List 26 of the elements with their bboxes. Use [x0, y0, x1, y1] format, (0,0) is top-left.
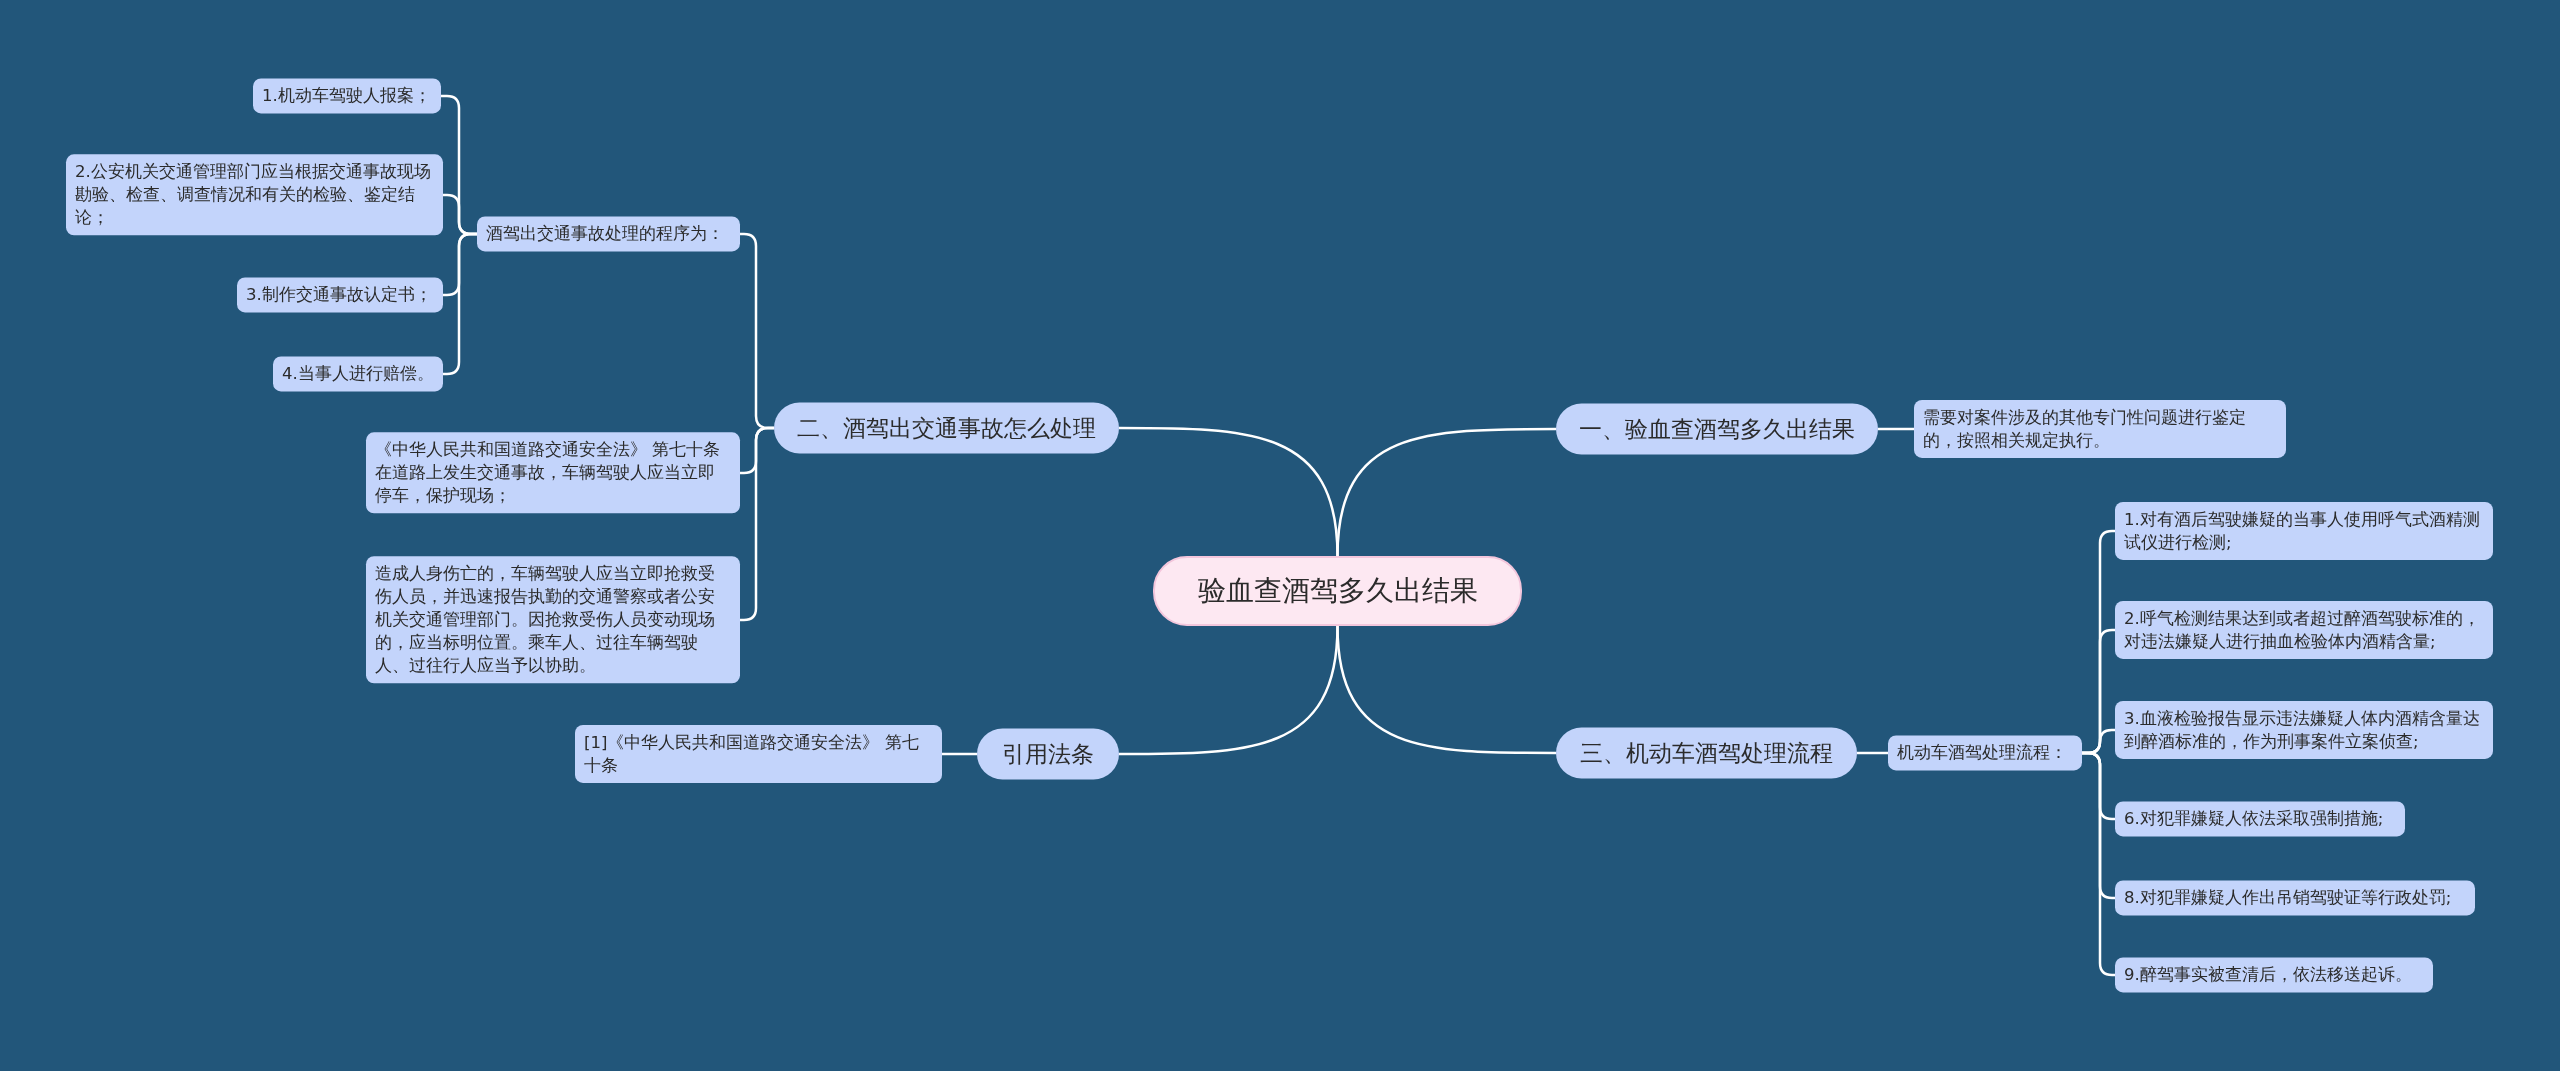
connector-line: [1857, 751, 1888, 755]
connector-line: [1878, 427, 1914, 431]
step-box: 6.对犯罪嫌疑人依法采取强制措施;: [2115, 801, 2405, 837]
subtopic-box: 酒驾出交通事故处理的程序为：: [477, 216, 740, 252]
note-box: [1]《中华人民共和国道路交通安全法》 第七十条: [575, 724, 942, 784]
connector-line: [1119, 625, 1339, 756]
connector-line: [1119, 426, 1339, 557]
central-topic: 验血查酒驾多久出结果: [1153, 556, 1522, 626]
branch-topic: 引用法条: [977, 728, 1119, 780]
note-box: 《中华人民共和国道路交通安全法》 第七十条在道路上发生交通事故，车辆驾驶人应当立即停车，保护现场；: [366, 432, 740, 514]
step-box: 9.醉驾事实被查清后，依法移送起诉。: [2115, 957, 2433, 993]
step-box: 3.制作交通事故认定书；: [237, 277, 443, 313]
step-box: 2.公安机关交通管理部门应当根据交通事故现场勘验、检查、调查情况和有关的检验、鉴定结论；: [66, 154, 443, 236]
step-box: 2.呼气检测结果达到或者超过醉酒驾驶标准的，对违法嫌疑人进行抽血检验体内酒精含量;: [2115, 600, 2493, 660]
subtopic-box: 机动车酒驾处理流程：: [1888, 735, 2082, 771]
note-box: 造成人身伤亡的，车辆驾驶人应当立即抢救受伤人员，并迅速报告执勤的交通警察或者公安机关交通管理部门。因抢救受伤人员变动现场的，应当标明位置。乘车人、过往车辆驾驶人、过往行人应当予以协助。: [366, 556, 740, 684]
step-box: 4.当事人进行赔偿。: [273, 356, 443, 392]
branch-topic: 三、机动车酒驾处理流程: [1556, 727, 1857, 779]
step-box: 3.血液检验报告显示违法嫌疑人体内酒精含量达到醉酒标准的，作为刑事案件立案侦查;: [2115, 700, 2493, 760]
step-box: 1.对有酒后驾驶嫌疑的当事人使用呼气式酒精测试仪进行检测;: [2115, 501, 2493, 561]
branch-topic: 一、验血查酒驾多久出结果: [1556, 403, 1878, 455]
branch-topic: 二、酒驾出交通事故怎么处理: [774, 402, 1119, 454]
note-box: 需要对案件涉及的其他专门性问题进行鉴定的，按照相关规定执行。: [1914, 399, 2286, 459]
step-box: 8.对犯罪嫌疑人作出吊销驾驶证等行政处罚;: [2115, 880, 2475, 916]
step-box: 1.机动车驾驶人报案；: [253, 78, 441, 114]
connector-line: [942, 752, 977, 756]
